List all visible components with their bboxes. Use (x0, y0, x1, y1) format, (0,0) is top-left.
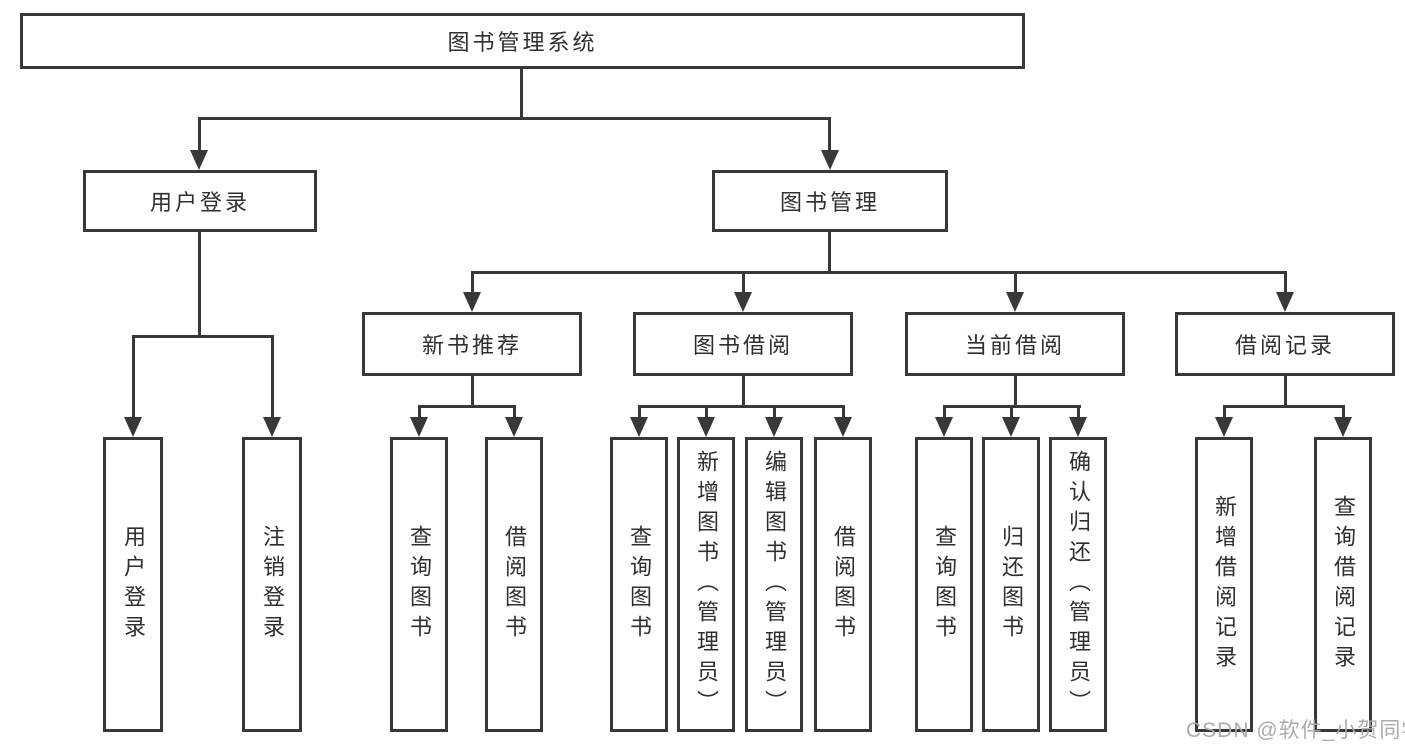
arrowhead (1276, 292, 1294, 312)
node-user-login-branch: 用户登录 (83, 170, 317, 232)
connector-line (418, 405, 516, 408)
node-return-books: 归还图书 (982, 437, 1040, 732)
connector-line (1077, 405, 1080, 420)
node-label: 当前借阅 (964, 333, 1065, 358)
node-label: 新增图书（管理员） (694, 449, 719, 720)
node-label: 用户登录 (149, 190, 250, 215)
node-user-login: 用户登录 (103, 437, 163, 732)
node-book-management-branch: 图书管理 (712, 170, 948, 232)
connector-line (1223, 405, 1226, 420)
connector-line (520, 69, 523, 120)
node-label: 图书借阅 (692, 333, 793, 358)
connector-line (471, 271, 474, 296)
arrowhead (505, 417, 523, 437)
arrowhead (124, 417, 142, 437)
node-label: 查询图书 (627, 524, 652, 645)
node-current-borrowing: 当前借阅 (905, 312, 1125, 376)
node-query-books: 查询图书 (610, 437, 668, 732)
arrowhead (834, 417, 852, 437)
node-borrow-books: 借阅图书 (814, 437, 872, 732)
arrowhead (263, 417, 281, 437)
arrowhead (463, 292, 481, 312)
node-label: 注销登录 (260, 524, 285, 645)
arrowhead (1215, 417, 1233, 437)
node-borrow-books: 借阅图书 (485, 437, 543, 732)
connector-line (828, 232, 831, 274)
node-book-borrowing: 图书借阅 (633, 312, 853, 376)
connector-line (705, 405, 708, 420)
arrowhead (765, 417, 783, 437)
arrowhead (1069, 417, 1087, 437)
node-label: 图书管理系统 (447, 30, 598, 55)
connector-line (198, 117, 831, 120)
connector-line (742, 271, 745, 296)
node-add-borrow-record: 新增借阅记录 (1195, 437, 1253, 732)
arrowhead (821, 150, 839, 170)
connector-line (513, 405, 516, 420)
connector-line (1284, 376, 1287, 408)
connector-line (1284, 271, 1287, 296)
arrowhead (734, 292, 752, 312)
connector-line (638, 405, 641, 420)
arrowhead (1002, 417, 1020, 437)
node-edit-book-admin: 编辑图书（管理员） (745, 437, 803, 732)
node-label: 确认归还（管理员） (1066, 449, 1091, 720)
connector-line (943, 405, 946, 420)
connector-line (638, 405, 845, 408)
node-query-books: 查询图书 (915, 437, 973, 732)
node-label: 借阅图书 (502, 524, 527, 645)
arrowhead (1334, 417, 1352, 437)
node-label: 用户登录 (121, 524, 146, 645)
connector-line (742, 376, 745, 408)
node-label: 归还图书 (999, 524, 1024, 645)
node-label: 新书推荐 (421, 333, 522, 358)
connector-line (1010, 405, 1013, 420)
connector-line (1223, 405, 1345, 408)
node-label: 查询借阅记录 (1331, 494, 1356, 675)
connector-line (1342, 405, 1345, 420)
node-label: 查询图书 (932, 524, 957, 645)
connector-line (1014, 376, 1017, 408)
node-label: 新增借阅记录 (1212, 494, 1237, 675)
node-new-book-recommendation: 新书推荐 (362, 312, 582, 376)
arrowhead (630, 417, 648, 437)
arrowhead (697, 417, 715, 437)
node-library-management-system: 图书管理系统 (20, 13, 1025, 69)
arrowhead (410, 417, 428, 437)
connector-line (1014, 271, 1017, 296)
connector-line (828, 117, 831, 153)
connector-line (418, 405, 421, 420)
connector-line (198, 232, 201, 338)
node-add-book-admin: 新增图书（管理员） (677, 437, 735, 732)
connector-line (471, 376, 474, 408)
node-label: 借阅记录 (1234, 333, 1335, 358)
connector-line (132, 335, 274, 338)
node-query-books: 查询图书 (390, 437, 448, 732)
node-label: 查询图书 (407, 524, 432, 645)
connector-line (773, 405, 776, 420)
connector-line (271, 335, 274, 420)
csdn-watermark: CSDN @软件_小贺同学 (1186, 719, 1405, 742)
node-query-borrow-record: 查询借阅记录 (1314, 437, 1372, 732)
arrowhead (190, 150, 208, 170)
arrowhead (935, 417, 953, 437)
node-label: 编辑图书（管理员） (762, 449, 787, 720)
node-label: 图书管理 (779, 190, 880, 215)
node-logout: 注销登录 (242, 437, 302, 732)
connector-line (471, 271, 1287, 274)
connector-line (198, 117, 201, 153)
connector-line (842, 405, 845, 420)
node-confirm-return-admin: 确认归还（管理员） (1049, 437, 1107, 732)
connector-line (132, 335, 135, 420)
node-label: 借阅图书 (831, 524, 856, 645)
arrowhead (1006, 292, 1024, 312)
node-borrowing-records: 借阅记录 (1175, 312, 1395, 376)
